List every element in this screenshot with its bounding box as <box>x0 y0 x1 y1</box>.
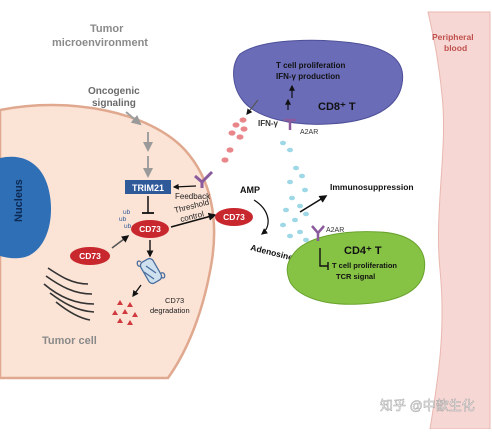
blood-vessel <box>427 11 491 430</box>
cd8-name-label: CD8⁺ T <box>318 101 356 113</box>
arrow-to-degradation <box>132 284 142 298</box>
ub-label-2: ub <box>119 216 127 223</box>
trim21-box <box>125 180 171 194</box>
cd8-effect-line1: T cell proliferation <box>276 61 345 70</box>
amp-label: AMP <box>240 185 260 195</box>
amp-conversion-arrow <box>253 199 269 235</box>
adenosine-label: Adenosine <box>250 242 295 262</box>
arrow-cd73-left-to-inner <box>111 235 130 249</box>
ub-label-3: ub <box>124 223 132 230</box>
tumor-cell <box>0 103 216 380</box>
watermark: 知乎 @中歆生化 <box>380 398 475 413</box>
cd73-left <box>70 247 110 265</box>
degradation-label-line2: degradation <box>150 306 190 315</box>
golgi-structure <box>43 267 95 321</box>
trim21-label: TRIM21 <box>132 183 164 193</box>
ifng-arrow <box>246 99 259 115</box>
tumor-cell-label: Tumor cell <box>42 335 97 347</box>
proteasome-icon <box>136 257 166 285</box>
cd4-t-cell <box>286 231 426 305</box>
tme-title-line1: Tumor <box>90 23 124 35</box>
cd73-left-label: CD73 <box>79 251 101 261</box>
a2ar-bottom-receptor <box>311 225 325 241</box>
immunosuppression-label: Immunosuppression <box>330 182 414 192</box>
cd4-inhibition-mark <box>319 248 329 270</box>
cd73-surface <box>215 208 253 226</box>
peripheral-label-line1: Peripheral <box>432 32 474 42</box>
oncogenic-label-line2: signaling <box>92 98 136 109</box>
cd8-t-cell <box>233 39 404 125</box>
nucleus <box>0 156 52 259</box>
threshold-arrow <box>170 212 217 228</box>
adenosine-dots <box>280 140 309 243</box>
ifng-label: IFN-γ <box>258 119 279 128</box>
peripheral-label-line2: blood <box>444 43 467 53</box>
a2ar-bottom-label: A2AR <box>326 227 344 234</box>
cd73-inner <box>131 220 169 238</box>
feedback-label: Feedback <box>175 192 211 201</box>
immunosuppression-arrow <box>299 195 328 213</box>
cd4-effect-line2: TCR signal <box>336 272 375 281</box>
a2ar-top-label: A2AR <box>300 129 318 136</box>
feedback-receptor <box>194 170 214 188</box>
a2ar-top-receptor <box>284 118 296 130</box>
degradation-fragments <box>112 300 138 325</box>
degradation-label-line1: CD73 <box>165 296 184 305</box>
cd8-signal-arrows <box>285 84 295 110</box>
ifng-dots <box>221 117 248 163</box>
cd4-name-label: CD4⁺ T <box>344 245 382 257</box>
cd4-effect-line1: T cell proliferation <box>332 261 397 270</box>
ub-label-1: ub <box>123 209 131 216</box>
cd73-surface-label: CD73 <box>223 212 245 222</box>
cd8-effect-line2: IFN-γ production <box>276 72 340 81</box>
oncogenic-arrows <box>125 111 153 178</box>
cd73-inner-label: CD73 <box>139 224 161 234</box>
nucleus-label: Nucleus <box>13 179 25 222</box>
oncogenic-label-line1: Oncogenic <box>88 86 140 97</box>
tme-title-line2: microenvironment <box>52 37 148 49</box>
feedback-arrow <box>172 183 197 190</box>
